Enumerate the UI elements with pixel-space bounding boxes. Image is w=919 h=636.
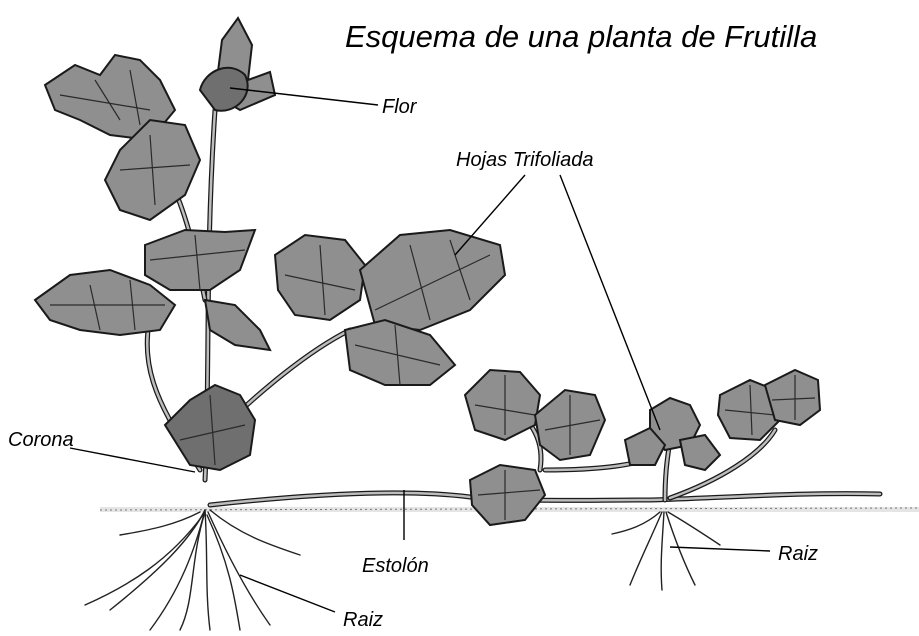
daughter-plant-roots: [612, 512, 720, 590]
main-plant-leaves: [35, 18, 505, 470]
label-raiz-daughter: Raiz: [778, 543, 818, 565]
label-hojas-trifoliada: Hojas Trifoliada: [456, 149, 593, 171]
label-flor: Flor: [382, 96, 418, 118]
main-plant-roots: [85, 510, 300, 630]
diagram-title: Esquema de una planta de Frutilla: [345, 19, 817, 54]
daughter-plant-2: [625, 370, 820, 500]
label-raiz-main: Raiz: [343, 609, 383, 631]
label-corona: Corona: [8, 429, 74, 451]
label-estolon: Estolón: [362, 555, 429, 577]
